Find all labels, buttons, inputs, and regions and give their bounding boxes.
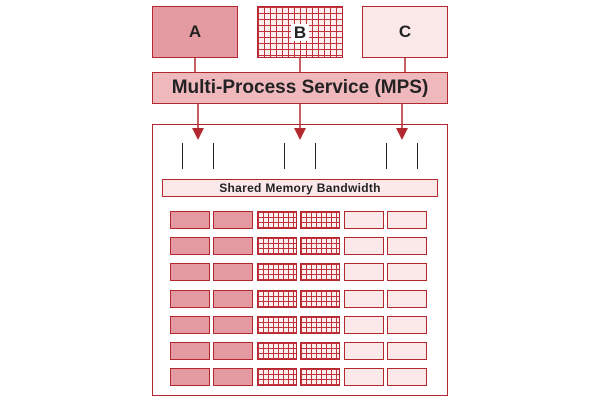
process-a-label: A xyxy=(188,22,202,41)
tick-b-right xyxy=(315,143,316,169)
process-c-label: C xyxy=(398,22,412,41)
partition-cell-a xyxy=(213,237,253,255)
partition-cell-b xyxy=(257,263,297,281)
partition-cell-c xyxy=(387,368,427,386)
partition-cell-a xyxy=(213,211,253,229)
partition-cell-b xyxy=(257,368,297,386)
mps-label: Multi-Process Service (MPS) xyxy=(171,77,429,98)
partition-cell-b xyxy=(257,237,297,255)
partition-cell-b xyxy=(300,368,340,386)
partition-cell-a xyxy=(170,290,210,308)
partition-cell-a xyxy=(170,237,210,255)
partition-cell-b xyxy=(257,290,297,308)
partition-cell-c xyxy=(344,263,384,281)
partition-cell-b xyxy=(257,211,297,229)
process-b-label: B xyxy=(290,23,310,41)
partition-cell-c xyxy=(387,290,427,308)
partition-cell-c xyxy=(387,211,427,229)
tick-a-right xyxy=(213,143,214,169)
partition-cell-c xyxy=(387,316,427,334)
partition-cell-b xyxy=(257,316,297,334)
partition-cell-b xyxy=(300,237,340,255)
partition-cell-a xyxy=(213,290,253,308)
partition-cell-a xyxy=(170,263,210,281)
tick-c-left xyxy=(386,143,387,169)
partition-cell-c xyxy=(344,290,384,308)
partition-cell-b xyxy=(300,290,340,308)
process-a-box: A xyxy=(152,6,238,58)
partition-cell-a xyxy=(170,342,210,360)
partition-cell-c xyxy=(387,342,427,360)
partition-cell-a xyxy=(213,316,253,334)
partition-cell-a xyxy=(213,368,253,386)
partition-cell-b xyxy=(300,342,340,360)
partition-cell-c xyxy=(387,237,427,255)
process-c-box: C xyxy=(362,6,448,58)
partition-cell-c xyxy=(344,368,384,386)
shared-memory-label: Shared Memory Bandwidth xyxy=(219,181,381,195)
shared-memory-bar: Shared Memory Bandwidth xyxy=(162,179,438,197)
partition-cell-c xyxy=(387,263,427,281)
partition-cell-b xyxy=(300,316,340,334)
tick-c-right xyxy=(417,143,418,169)
partition-cell-b xyxy=(257,342,297,360)
partition-cell-c xyxy=(344,237,384,255)
partition-cell-a xyxy=(213,263,253,281)
partition-cell-a xyxy=(170,211,210,229)
process-b-box: B xyxy=(257,6,343,58)
tick-b-left xyxy=(284,143,285,169)
mps-bar: Multi-Process Service (MPS) xyxy=(152,72,448,104)
tick-a-left xyxy=(182,143,183,169)
partition-cell-b xyxy=(300,263,340,281)
partition-cell-a xyxy=(170,368,210,386)
partition-cell-c xyxy=(344,316,384,334)
partition-cell-c xyxy=(344,342,384,360)
partition-cell-c xyxy=(344,211,384,229)
partition-cell-a xyxy=(213,342,253,360)
partition-cell-b xyxy=(300,211,340,229)
partition-cell-a xyxy=(170,316,210,334)
